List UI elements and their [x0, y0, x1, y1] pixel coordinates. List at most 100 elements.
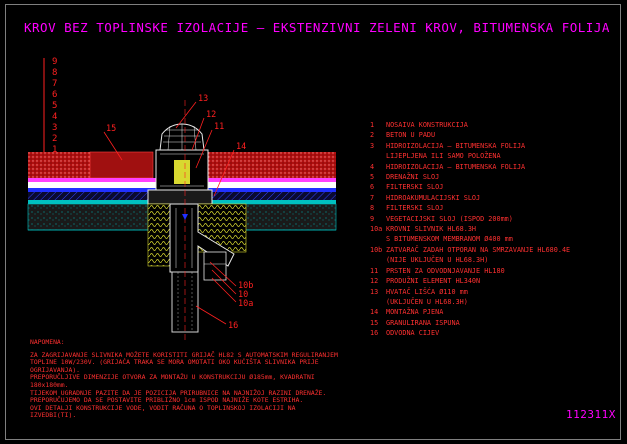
legend-number: 16 [370, 329, 379, 338]
leader-16 [195, 305, 227, 325]
mounting-foam-left [147, 203, 171, 267]
legend-text: VEGETACIJSKI SLOJ (ISPOD 200mm) [386, 214, 513, 223]
callout-16: 16 [228, 321, 238, 331]
structural-slab-left [27, 203, 149, 231]
legend-item: 4 HIDROIZOLACIJA – BITUMENSKA FOLIJA [370, 162, 620, 172]
legend-text: ODVODNA CIJEV [386, 329, 440, 338]
legend-number: 9 [370, 214, 375, 223]
legend-text: HIDROIZOLACIJA – BITUMENSKA FOLIJA LIJEP… [386, 141, 526, 161]
legend-item: 6 FILTERSKI SLOJ [370, 182, 620, 192]
legend-number: 6 [370, 183, 375, 192]
notes-body: ZA ZAGRIJAVANJE SLIVNIKA MOŽETE KORISTIT… [30, 350, 340, 420]
leader-13 [175, 101, 197, 129]
legend-text: PRODUŽNI ELEMENT HL340N [386, 277, 481, 286]
scale-9: 9 [52, 57, 57, 67]
scale-8: 8 [52, 68, 57, 78]
legend-item: 16 ODVODNA CIJEV [370, 328, 620, 338]
callout-10b: 10b [238, 281, 253, 291]
legend-text: HIDROIZOLACIJA – BITUMENSKA FOLIJA [386, 162, 526, 171]
granular-fill [89, 151, 154, 179]
legend-item: 11 PRSTEN ZA ODVODNJAVANJE HL180 [370, 266, 620, 276]
scale-3: 3 [52, 123, 57, 133]
leader-15 [103, 131, 123, 161]
notes: NAPOMENA: ZA ZAGRIJAVANJE SLIVNIKA MOŽET… [30, 338, 340, 420]
legend-number: 5 [370, 173, 375, 182]
leader-10a [211, 277, 237, 303]
leader-12 [191, 117, 205, 151]
drain-flange [147, 189, 213, 205]
legend-number: 11 [370, 266, 379, 275]
legend-item: 9 VEGETACIJSKI SLOJ (ISPOD 200mm) [370, 214, 620, 224]
callout-14: 14 [236, 142, 246, 152]
legend-item: 15 GRANULIRANA ISPUNA [370, 318, 620, 328]
legend-text: FILTERSKI SLOJ [386, 183, 444, 192]
legend-number: 10a [370, 225, 383, 234]
legend-number: 4 [370, 162, 375, 171]
legend-text: NOSAIVA KONSTRUKCIJA [386, 121, 468, 129]
scale-7: 7 [52, 79, 57, 89]
drain-ring [174, 160, 190, 184]
legend-text: KROVNI SLIVNIK HL68.3H S BITUMENSKOM MEM… [386, 225, 513, 244]
roof-drain-assembly [147, 100, 247, 340]
note-line: IZVEDBI(TI). [30, 411, 77, 420]
scale-5: 5 [52, 101, 57, 111]
leader-10 [211, 269, 237, 295]
leader-14 [213, 149, 235, 197]
legend-number: 8 [370, 204, 375, 213]
callout-11: 11 [214, 122, 224, 132]
note-line: ZA ZAGRIJAVANJE SLIVNIKA MOŽETE KORISTIT… [30, 350, 338, 359]
legend-text: GRANULIRANA ISPUNA [386, 318, 460, 327]
note-line: OVI DETALJI KONSTRUKCIJE VODE, VODIT RAČ… [30, 403, 296, 412]
legend-item: 1 NOSAIVA KONSTRUKCIJA [370, 120, 620, 130]
leader-11 [195, 129, 213, 169]
callouts [103, 101, 237, 325]
legend-item: 5 DRENAŽNI SLOJ [370, 172, 620, 182]
legend-text: HVATAČ LIŠĆA Ø110 mm (UKLJUČEN U HL68.3H… [386, 287, 468, 306]
legend-text: DRENAŽNI SLOJ [386, 173, 440, 182]
legend-text: ZATVARAČ ZADAH OTPORAN NA SMRZAVANJE HL6… [386, 245, 571, 265]
legend-text: FILTERSKI SLOJ [386, 204, 444, 213]
legend-text: BETON U PADU [386, 131, 436, 140]
layer-scale: 9 8 7 6 5 4 3 2 1 [43, 57, 57, 155]
drawing-title: KROV BEZ TOPLINSKE IZOLACIJE – EKSTENZIV… [24, 20, 610, 35]
scale-6: 6 [52, 90, 57, 100]
leader-10b [209, 261, 237, 287]
drawing-code: 112311X [566, 408, 616, 421]
note-line: TIJEKOM UGRADNJE PAZITE DA JE POZICIJA P… [30, 388, 327, 397]
callout-13: 13 [198, 94, 208, 104]
note-line: TOPLINE 10W/230V. (GRIJAĆA TRAKA SE MORA… [30, 358, 319, 367]
legend-text: HIDROAKUMULACIJSKI SLOJ [386, 193, 481, 202]
callout-10: 10 [238, 290, 248, 300]
note-line: PREPORUČUJEMO DA SE POSTAVITE PRIBLIŽNO … [30, 396, 304, 405]
legend-number: 3 [370, 141, 375, 150]
legend-item: 3 HIDROIZOLACIJA – BITUMENSKA FOLIJA LIJE… [370, 141, 620, 162]
legend-number: 13 [370, 287, 379, 296]
note-line: 180x180mm. [30, 380, 69, 389]
scale-4: 4 [52, 112, 57, 122]
note-line: PREPORUČLJIVE DIMENZIJE OTVORA ZA MONTAŽ… [30, 373, 315, 382]
callout-10a: 10a [238, 299, 253, 309]
drawing-frame [5, 4, 621, 440]
note-line: OGRIJAVANJA). [30, 365, 81, 374]
legend-number: 15 [370, 318, 379, 327]
odor-trap [203, 251, 227, 281]
legend-item: 13 HVATAČ LIŠĆA Ø110 mm (UKLJUČEN U HL68.… [370, 287, 620, 308]
legend-number: 14 [370, 308, 379, 317]
legend-text: MONTAŽNA PJENA [386, 308, 444, 317]
legend-number: 1 [370, 121, 375, 129]
notes-heading: NAPOMENA: [30, 338, 65, 346]
callout-labels: 15 13 12 11 14 10b 10 10a 16 [106, 94, 253, 331]
legend-text: PRSTEN ZA ODVODNJAVANJE HL180 [386, 266, 505, 275]
callout-15: 15 [106, 124, 116, 134]
vegetation-layer-right [208, 152, 336, 178]
scale-2: 2 [52, 134, 57, 144]
callout-12: 12 [206, 110, 216, 120]
